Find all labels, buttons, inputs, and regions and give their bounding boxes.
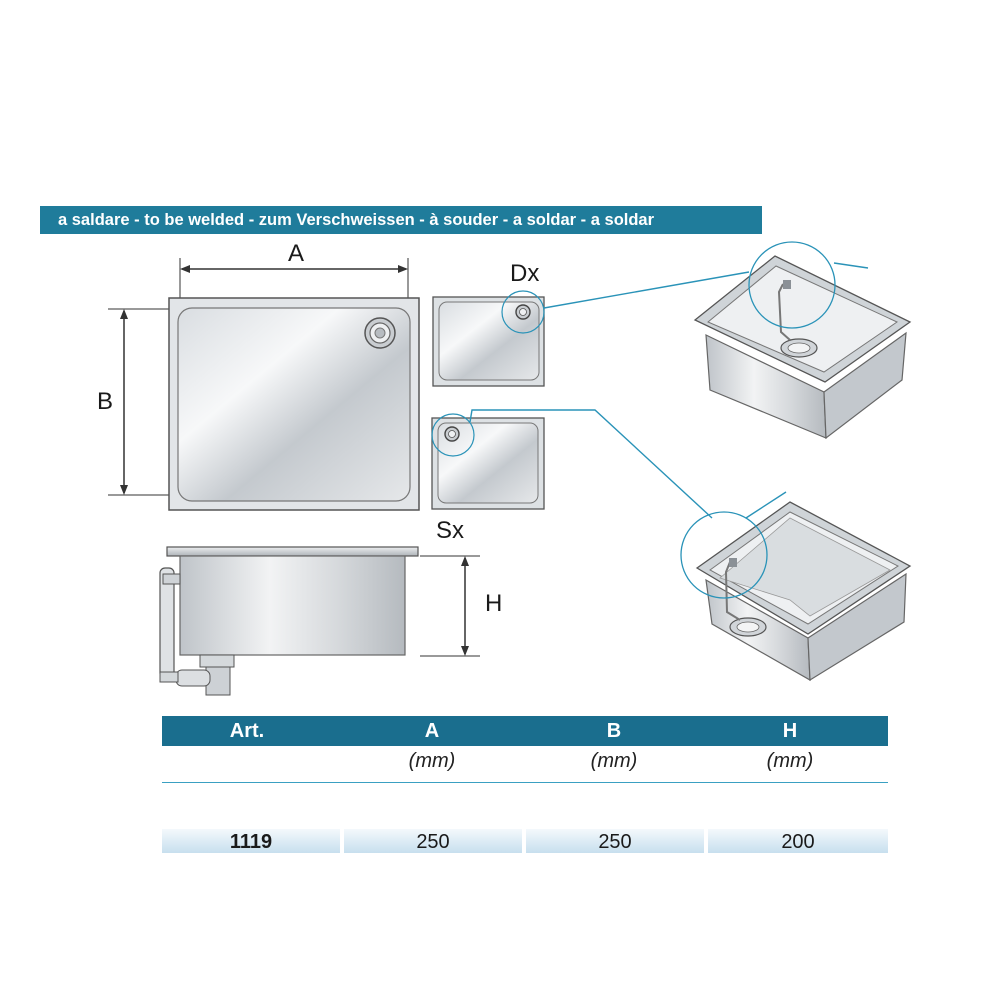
table-units: (mm) (mm) (mm) bbox=[162, 748, 888, 783]
cell-b: 250 bbox=[526, 829, 704, 853]
header-b: B bbox=[606, 720, 622, 742]
cell-a: 250 bbox=[344, 829, 522, 853]
label-sx: Sx bbox=[436, 517, 465, 544]
sink-3d-dx bbox=[693, 241, 912, 440]
label-a: A bbox=[288, 240, 305, 267]
sink-3d-sx bbox=[680, 491, 912, 682]
sink-sx-view bbox=[431, 409, 713, 519]
label-dx: Dx bbox=[510, 260, 540, 287]
header-h: H bbox=[782, 720, 798, 742]
dimension-h bbox=[420, 555, 480, 657]
cell-art: 1119 bbox=[162, 829, 340, 853]
cell-h: 200 bbox=[708, 829, 888, 853]
header-a: A bbox=[424, 720, 440, 742]
sink-top-view bbox=[168, 297, 420, 511]
unit-b: (mm) bbox=[590, 750, 638, 772]
sink-side-view bbox=[159, 546, 419, 696]
table-row: 1119 250 250 200 bbox=[162, 829, 888, 853]
table-header: Art. A B H bbox=[162, 716, 888, 746]
sink-dx-view bbox=[432, 271, 750, 387]
dimension-a bbox=[179, 258, 409, 300]
label-b: B bbox=[97, 388, 114, 415]
unit-a: (mm) bbox=[408, 750, 456, 772]
welding-banner: a saldare - to be welded - zum Verschwei… bbox=[40, 206, 762, 234]
dimension-b bbox=[108, 308, 170, 496]
label-h: H bbox=[485, 590, 503, 617]
unit-h: (mm) bbox=[766, 750, 814, 772]
header-art: Art. bbox=[229, 720, 265, 742]
